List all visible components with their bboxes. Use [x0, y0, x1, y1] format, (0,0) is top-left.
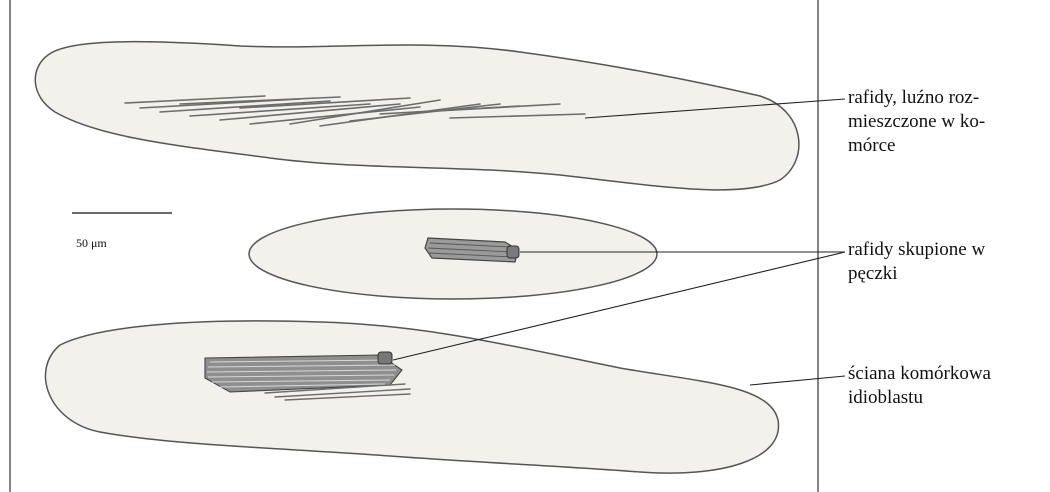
label-bundled-raphides-line-1: rafidy skupione w — [848, 238, 985, 262]
middle-raphide-bundle — [425, 238, 519, 262]
label-cell-wall-line-2: idioblastu — [848, 386, 991, 410]
label-loose-raphides-line-3: mórce — [848, 134, 985, 158]
leader-cell-wall — [750, 376, 845, 385]
label-cell-wall-line-1: ściana komórkowa — [848, 362, 991, 386]
bottom-idioblast-cell — [45, 321, 778, 473]
label-loose-raphides: rafidy, luźno roz- mieszczone w ko- mórc… — [848, 86, 985, 158]
top-idioblast-cell — [35, 42, 799, 190]
label-bundled-raphides: rafidy skupione w pęczki — [848, 238, 985, 286]
label-loose-raphides-line-1: rafidy, luźno roz- — [848, 86, 985, 110]
label-bundled-raphides-line-2: pęczki — [848, 262, 985, 286]
label-cell-wall: ściana komórkowa idioblastu — [848, 362, 991, 410]
scale-bar-label: 50 μm — [76, 236, 107, 251]
label-loose-raphides-line-2: mieszczone w ko- — [848, 110, 985, 134]
